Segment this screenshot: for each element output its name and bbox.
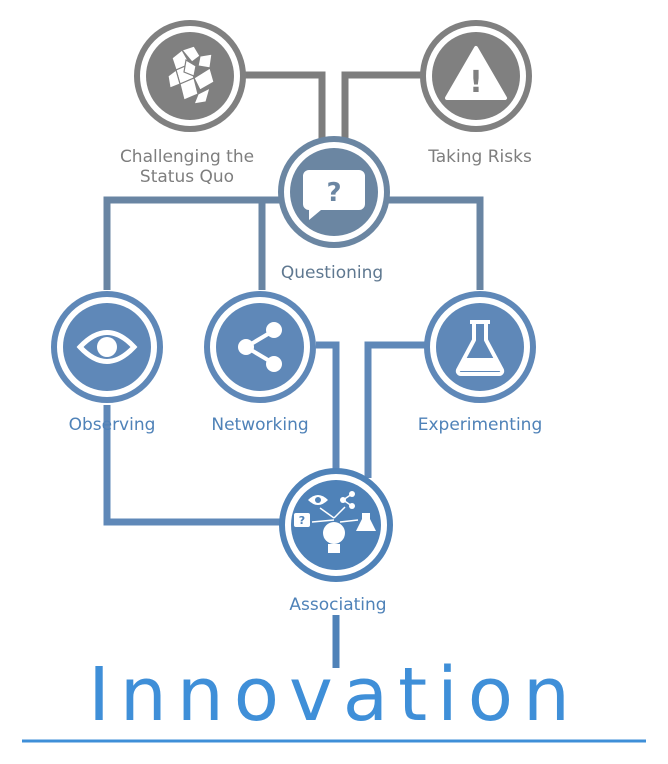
node-observing — [51, 291, 163, 403]
mini-share-icon — [340, 491, 355, 509]
exclamation-glyph: ! — [469, 65, 483, 100]
node-networking — [204, 291, 316, 403]
connector-challenging-questioning — [228, 71, 326, 140]
bulb-rays — [311, 506, 359, 523]
label-challenging-line1: Challenging the — [119, 147, 255, 167]
flask-icon — [455, 320, 505, 376]
mini-flask-icon — [356, 513, 376, 531]
innovation-title: Innovation — [88, 652, 580, 738]
node-associating: ? — [279, 468, 393, 582]
connectors-lower — [103, 341, 425, 668]
eye-icon — [76, 330, 138, 364]
mini-question-bubble-icon: ? — [294, 513, 310, 527]
label-networking: Networking — [211, 415, 309, 435]
bulb-base — [328, 544, 340, 553]
node-experimenting-disc — [436, 303, 524, 391]
label-associating: Associating — [289, 595, 387, 615]
label-challenging: Challenging the Status Quo — [112, 147, 262, 187]
connector-questioning-experimenting — [384, 196, 484, 290]
node-questioning: ? — [278, 136, 390, 248]
label-questioning: Questioning — [280, 263, 384, 283]
warning-triangle-icon: ! — [445, 46, 507, 100]
node-challenging — [134, 20, 246, 132]
question-speech-bubble-icon: ? — [303, 170, 365, 220]
share-icon — [238, 322, 282, 372]
node-experimenting — [424, 291, 536, 403]
mini-question-glyph: ? — [299, 514, 305, 527]
label-experimenting: Experimenting — [417, 415, 543, 435]
mini-eye-icon — [308, 495, 328, 505]
lightbulb-ideas-icon: ? — [294, 491, 376, 553]
connector-questioning-observing — [103, 196, 290, 290]
question-glyph: ? — [326, 178, 341, 208]
connector-risks-questioning — [341, 71, 432, 140]
node-networking-disc — [216, 303, 304, 391]
connectors-middle — [103, 196, 484, 290]
bulb-glass — [323, 522, 345, 544]
label-observing: Observing — [68, 415, 156, 435]
label-challenging-line2: Status Quo — [139, 167, 235, 187]
connector-networking-associating — [316, 341, 340, 478]
connectors-top — [228, 71, 432, 140]
connector-observing-associating — [103, 405, 285, 526]
shattered-glass-icon — [167, 45, 215, 105]
label-taking-risks: Taking Risks — [428, 147, 532, 167]
node-taking-risks: ! — [420, 20, 532, 132]
connector-experimenting-associating — [364, 341, 425, 478]
